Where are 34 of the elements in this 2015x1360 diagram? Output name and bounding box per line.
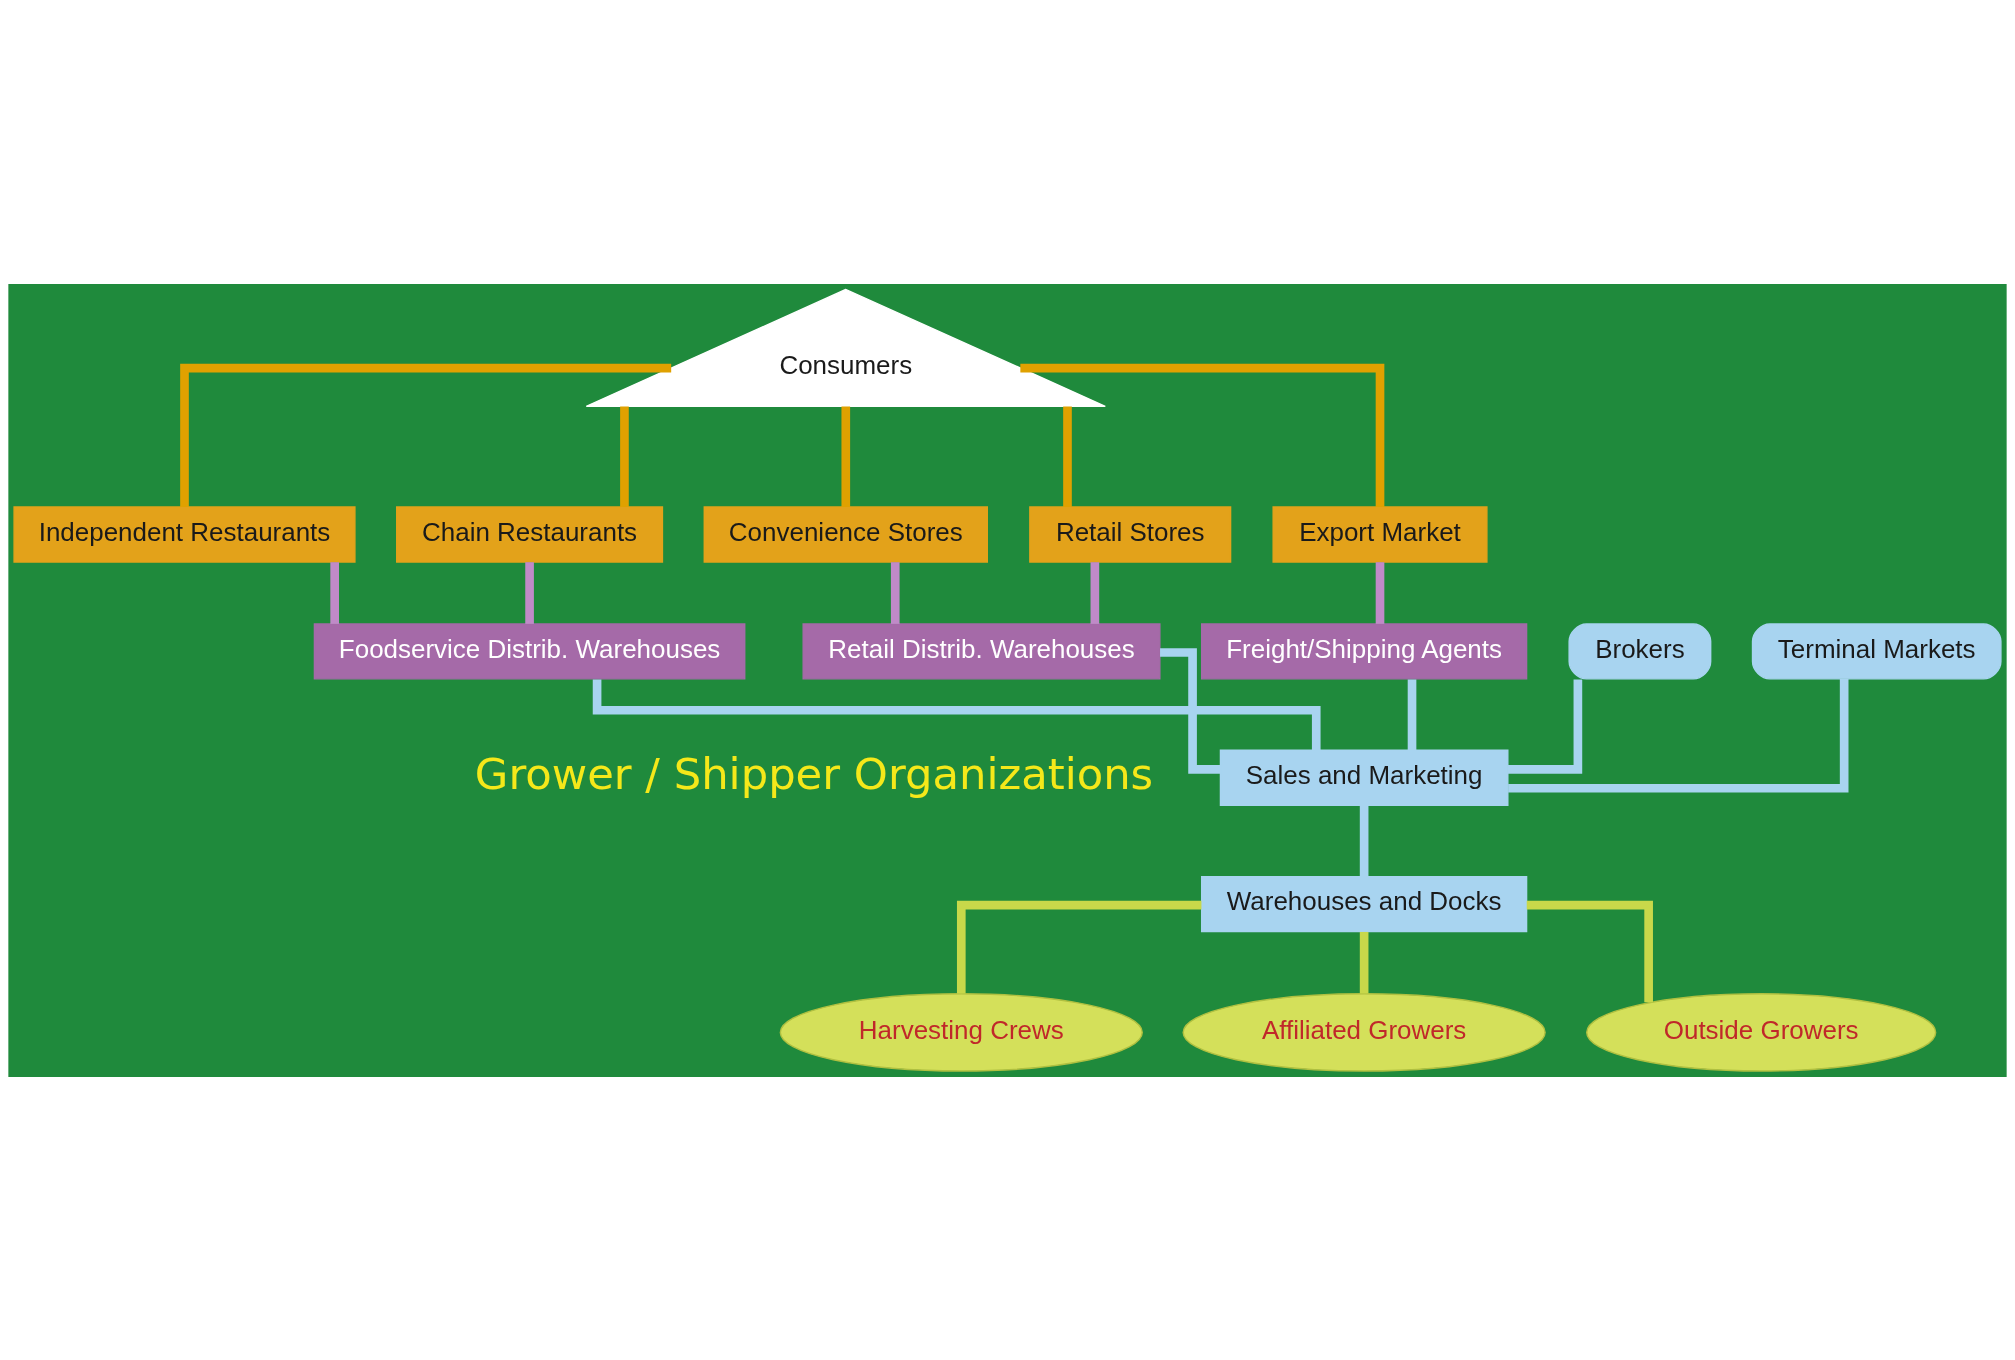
connector — [180, 363, 672, 507]
node-box: Terminal Markets — [1751, 622, 2002, 680]
connector — [1063, 406, 1072, 507]
node-box: Foodservice Distrib. Warehouses — [313, 622, 746, 680]
node-ellipse: Outside Growers — [1586, 992, 1937, 1072]
connector — [1359, 805, 1369, 877]
connector — [1508, 678, 1849, 793]
connector — [620, 406, 629, 507]
connector — [525, 561, 534, 624]
connector — [1020, 363, 1385, 507]
node-box: Warehouses and Docks — [1201, 875, 1528, 932]
connector — [841, 406, 851, 507]
node-ellipse: Harvesting Crews — [779, 992, 1143, 1072]
connector — [1375, 561, 1385, 624]
node-box: Retail Stores — [1029, 505, 1232, 563]
connector — [1526, 900, 1653, 1002]
node-box: Export Market — [1272, 505, 1488, 563]
connector — [1359, 931, 1369, 993]
connector — [1160, 647, 1221, 774]
label: Grower / Shipper Organizations — [474, 748, 1154, 799]
node-box: Freight/Shipping Agents — [1201, 622, 1528, 680]
node-box: Convenience Stores — [703, 505, 988, 563]
connector — [1407, 678, 1417, 750]
node-box: Independent Restaurants — [13, 505, 356, 563]
node-box: Retail Distrib. Warehouses — [802, 622, 1161, 680]
connector — [956, 900, 1202, 994]
connector — [330, 561, 339, 624]
connector — [1507, 678, 1583, 774]
node-box: Brokers — [1568, 622, 1712, 680]
connector — [1090, 561, 1100, 624]
node-ellipse: Affiliated Growers — [1182, 992, 1546, 1072]
connector — [890, 561, 900, 624]
node-box: Chain Restaurants — [396, 505, 664, 563]
node-box: Sales and Marketing — [1219, 749, 1509, 806]
